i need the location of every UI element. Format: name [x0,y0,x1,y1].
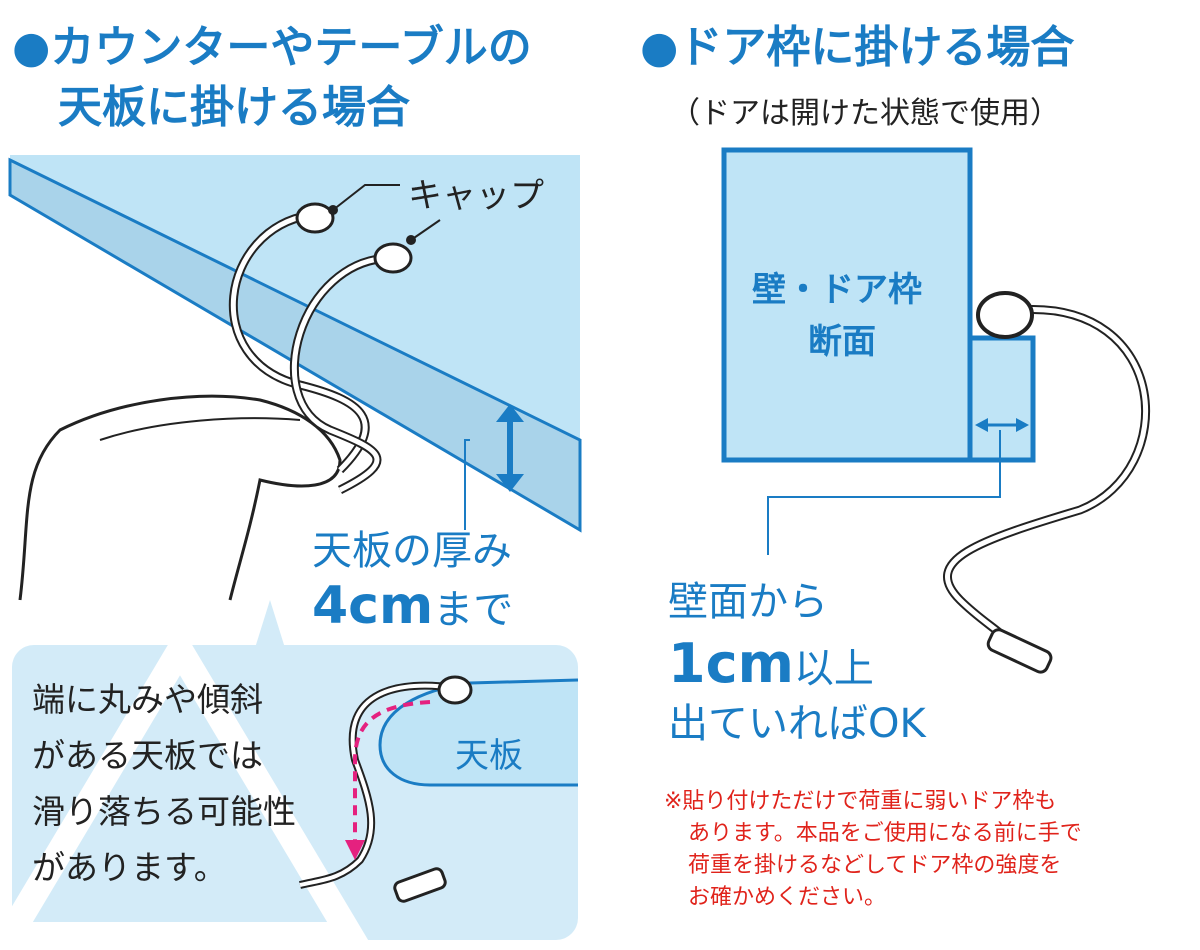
note-line: 荷重を掛けるなどしてドア枠の強度を [688,853,1062,878]
cap-icon [295,202,335,234]
note-line: お確かめください。 [688,885,887,910]
distance-line3: 出ていればOK [668,701,926,747]
board-label: 天板 [455,736,523,776]
right-heading: ●ドア枠に掛ける場合 [640,22,1075,73]
distance-suffix: 以上 [793,646,874,692]
distance-arrow-icon [975,418,1029,432]
left-heading-line2: 天板に掛ける場合 [58,82,410,133]
warning-triangle-icon [0,624,373,948]
cap-icon [373,242,413,274]
wall-label-line2: 断面 [808,322,876,362]
thickness-arrow-icon [496,404,524,492]
note-line: あります。本品をご使用になる前に手で [688,821,1082,846]
distance-value: 1cm [668,632,794,695]
warning-line: がある天板では [32,736,263,775]
note-line: ※貼り付けただけで荷重に弱いドア枠も [664,789,1057,814]
warning-box [0,600,579,948]
thickness-suffix: まで [433,587,514,633]
warning-line: 端に丸みや傾斜 [32,680,263,719]
distance-line1: 壁面から [668,579,828,625]
caution-note: ※貼り付けただけで荷重に弱いドア枠も あります。本品をご使用になる前に手で 荷重… [664,786,1082,914]
cap-label: キャップ [408,176,544,216]
thickness-label: 天板の厚み [312,528,512,574]
right-subheading: （ドアは開けた状態で使用） [670,96,1060,131]
thickness-value: 4cm [312,576,434,636]
table-scene [8,155,582,601]
wall-label-line1: 壁・ドア枠 [752,270,922,310]
slide-arrow-icon [353,700,431,840]
warning-line: 滑り落ちる可能性 [32,792,296,831]
door-frame-scene [721,147,1151,674]
warning-line: があります。 [32,848,227,887]
left-heading-line1: ●カウンターやテーブルの [12,22,532,73]
warning-text: 端に丸みや傾斜 がある天板では 滑り落ちる可能性 があります。 [32,672,296,896]
